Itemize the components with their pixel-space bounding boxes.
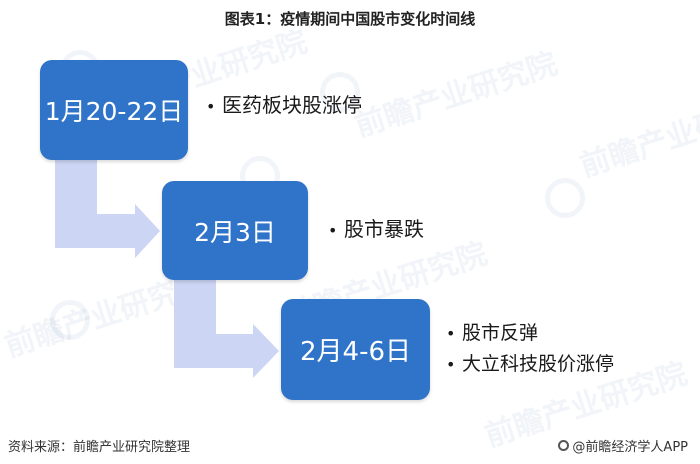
- event-text: 大立科技股价涨停: [462, 353, 615, 375]
- bullet-icon: •: [446, 324, 456, 343]
- timeline-date-box: 2月3日: [162, 181, 308, 280]
- event-text: 股市反弹: [462, 322, 539, 344]
- event-item: • 股市反弹: [446, 318, 614, 349]
- bent-arrow-1: [55, 160, 160, 258]
- bullet-icon: •: [206, 97, 216, 116]
- event-item: • 股市暴跌: [328, 214, 424, 246]
- event-item: • 大立科技股价涨停: [446, 349, 614, 380]
- bullet-icon: •: [446, 355, 456, 374]
- brand-logo-icon: [558, 440, 570, 451]
- event-list: • 医药板块股涨停: [206, 90, 362, 122]
- bullet-icon: •: [328, 221, 338, 240]
- event-text: 医药板块股涨停: [222, 93, 362, 117]
- event-list: • 股市暴跌: [328, 214, 424, 246]
- event-item: • 医药板块股涨停: [206, 90, 362, 122]
- chart-title: 图表1：疫情期间中国股市变化时间线: [224, 10, 476, 28]
- brand-credit: @前瞻经济学人APP: [558, 436, 688, 455]
- timeline-date-box: 2月4-6日: [281, 299, 430, 400]
- event-text: 股市暴跌: [344, 217, 424, 241]
- brand-text: @前瞻经济学人APP: [572, 440, 688, 455]
- event-list: • 股市反弹 • 大立科技股价涨停: [446, 318, 614, 380]
- timeline-date-box: 1月20-22日: [40, 60, 188, 160]
- bent-arrow-2: [174, 280, 279, 378]
- source-note: 资料来源：前瞻产业研究院整理: [8, 440, 191, 455]
